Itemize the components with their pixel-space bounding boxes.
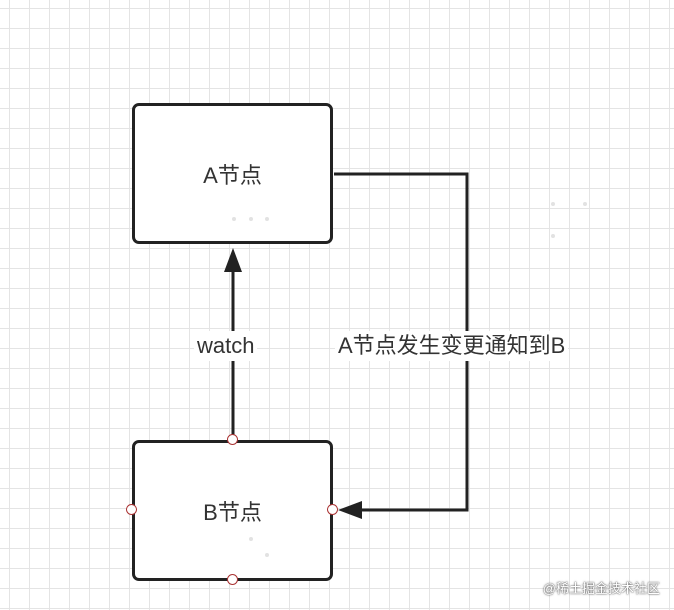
node-b-label: B节点 bbox=[203, 499, 262, 525]
grid-dot bbox=[551, 202, 555, 206]
grid-dot bbox=[583, 202, 587, 206]
node-b-port-left[interactable] bbox=[126, 504, 137, 515]
grid-dot bbox=[249, 537, 253, 541]
grid-dot bbox=[265, 553, 269, 557]
node-b-port-right[interactable] bbox=[327, 504, 338, 515]
grid-dot bbox=[232, 217, 236, 221]
node-b-port-bottom[interactable] bbox=[227, 574, 238, 585]
grid-dot bbox=[265, 217, 269, 221]
node-a-label: A节点 bbox=[203, 162, 262, 188]
edge-watch-label: watch bbox=[194, 331, 258, 361]
grid-dot bbox=[551, 234, 555, 238]
watermark-text: @稀土掘金技术社区 bbox=[542, 581, 660, 596]
edge-notify-arrowhead bbox=[338, 501, 362, 519]
node-b-port-top[interactable] bbox=[227, 434, 238, 445]
node-a[interactable]: A节点 bbox=[132, 103, 333, 244]
grid-dot bbox=[249, 217, 253, 221]
edge-watch-arrowhead bbox=[224, 248, 242, 272]
node-b[interactable]: B节点 bbox=[132, 440, 333, 581]
edge-notify-label: A节点发生变更通知到B bbox=[335, 331, 569, 361]
